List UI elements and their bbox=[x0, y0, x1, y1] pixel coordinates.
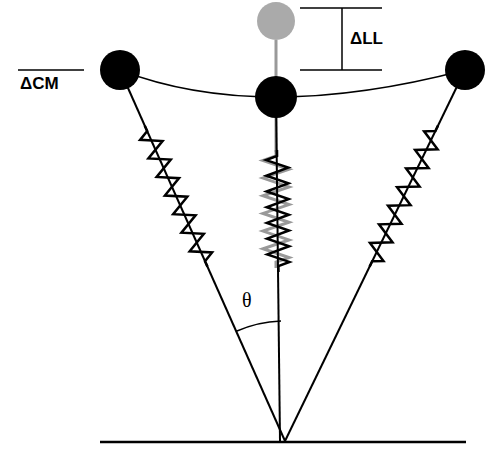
angle-label: θ bbox=[242, 290, 252, 310]
spring-coil bbox=[266, 150, 289, 272]
dimension-label: ΔCM bbox=[20, 75, 59, 92]
point-mass bbox=[255, 76, 297, 118]
spring-coil bbox=[140, 126, 212, 267]
point-mass bbox=[100, 50, 140, 90]
ground-line bbox=[100, 441, 466, 444]
mass-extended bbox=[257, 2, 295, 40]
point-mass bbox=[445, 50, 485, 90]
dimension-label: ΔLL bbox=[350, 30, 383, 47]
angle-arc bbox=[236, 321, 281, 331]
dimension-line bbox=[300, 69, 382, 71]
leg bbox=[285, 70, 465, 441]
dimension-line bbox=[341, 8, 343, 70]
leg bbox=[120, 70, 285, 441]
spring-coil bbox=[370, 126, 438, 267]
dimension-line bbox=[18, 69, 84, 71]
dimension-line bbox=[300, 7, 382, 9]
springs bbox=[140, 126, 438, 272]
